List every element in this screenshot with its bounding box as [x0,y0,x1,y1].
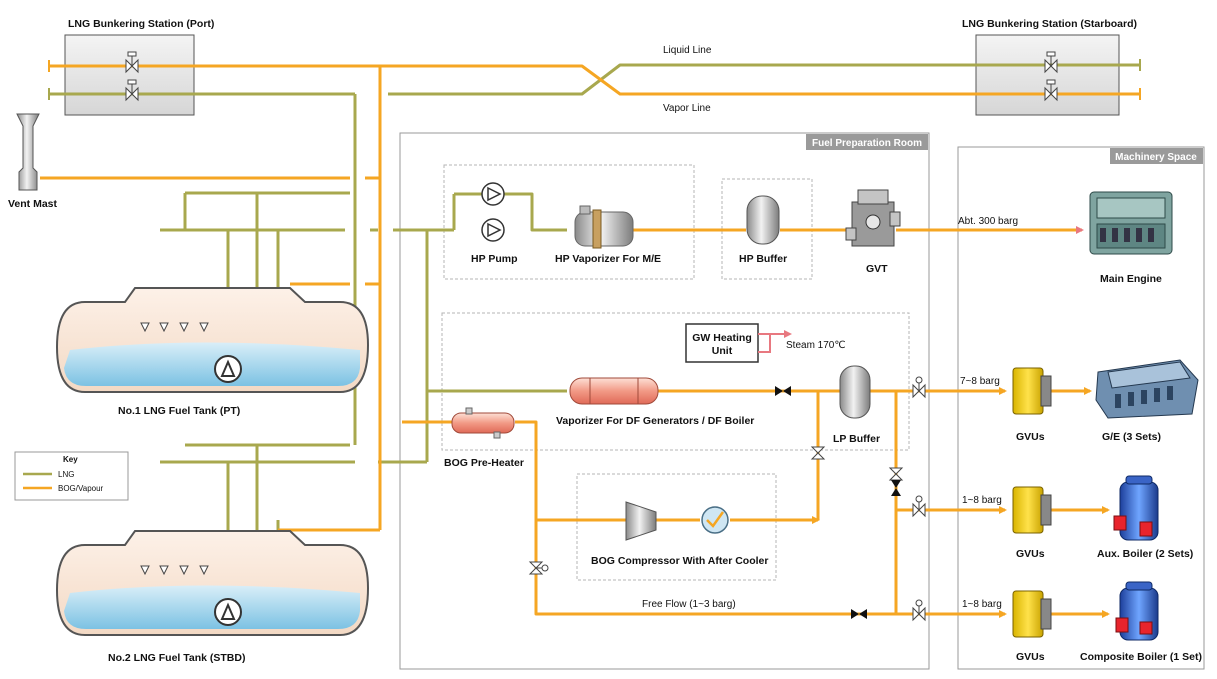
equipment-groups [441,164,910,581]
vent-mast: Vent Mast [8,113,58,210]
legend-lng: LNG [58,470,74,479]
pressure-aux-label: 1~8 barg [962,495,1002,506]
valve-icon [912,495,926,518]
valves [125,51,1058,622]
main-engine: Main Engine [1089,191,1173,285]
gw-heating-unit: GW Heating Unit Steam 170℃ [685,323,846,363]
valve-icon [888,467,904,481]
legend-bog: BOG/Vapour [58,484,104,493]
bog-compressor: BOG Compressor With After Cooler [591,501,768,567]
valve-icon [912,376,926,399]
tank-1-label: No.1 LNG Fuel Tank (PT) [118,405,240,417]
liquid-line-label: Liquid Line [663,45,712,56]
vapor-line-label: Vapor Line [663,103,711,114]
cooler-icon [701,506,729,534]
gvt: GVT [845,189,901,275]
hp-vaporizer-label: HP Vaporizer For M/E [555,253,661,265]
gvu-1: GVUs [1012,367,1052,443]
pressure-main-label: Abt. 300 barg [958,216,1018,227]
lng-fuel-tank-2: No.2 LNG Fuel Tank (STBD) [55,530,370,664]
bunkering-station-port: LNG Bunkering Station (Port) [64,18,214,116]
valve-icon [1044,79,1058,102]
legend: Key LNG BOG/Vapour [14,451,129,501]
hp-vaporizer: HP Vaporizer For M/E [555,205,661,265]
bog-preheater-label: BOG Pre-Heater [444,457,524,469]
lp-buffer-label: LP Buffer [833,433,880,445]
bog-preheater: BOG Pre-Heater [444,407,524,469]
valve-icon [810,446,826,460]
ge-label: G/E (3 Sets) [1102,431,1161,443]
gvu-3: GVUs [1012,590,1052,663]
legend-title: Key [63,455,78,464]
valve-icon [528,561,549,575]
hp-buffer-label: HP Buffer [739,253,787,265]
valve-icon [125,51,139,74]
aux-boiler-label: Aux. Boiler (2 Sets) [1097,548,1193,560]
hp-buffer: HP Buffer [739,195,787,265]
steam-label: Steam 170℃ [786,340,846,351]
valve-icon [125,79,139,102]
bog-pipes [40,64,1140,618]
gw-heating-label-1: GW Heating [692,332,752,344]
fuel-preparation-room: Fuel Preparation Room [399,132,930,670]
pressure-composite-label: 1~8 barg [962,599,1002,610]
bunkering-station-starboard: LNG Bunkering Station (Starboard) [962,18,1137,116]
lp-group [441,312,910,451]
gvt-label: GVT [866,263,888,275]
bunkering-station-port-title: LNG Bunkering Station (Port) [68,18,214,30]
machinery-space-title: Machinery Space [1115,152,1197,163]
free-flow-label: Free Flow (1~3 barg) [642,599,736,610]
bunkering-station-starboard-title: LNG Bunkering Station (Starboard) [962,18,1137,30]
check-valve-icon [775,386,791,396]
composite-boiler-label: Composite Boiler (1 Set) [1080,651,1202,663]
gvus-1-label: GVUs [1016,431,1045,443]
valve-icon [1044,51,1058,74]
gvu-2: GVUs [1012,486,1052,560]
gvus-2-label: GVUs [1016,548,1045,560]
check-valve-icon [891,480,901,496]
hp-pump: HP Pump [471,182,517,265]
bog-compressor-label: BOG Compressor With After Cooler [591,555,768,567]
composite-boiler: Composite Boiler (1 Set) [1080,581,1202,663]
check-valves [775,386,901,619]
pressure-ge-label: 7~8 barg [960,376,1000,387]
hp-pump-label: HP Pump [471,253,517,265]
hp-pump-group [443,164,695,280]
lng-fuel-tank-1: No.1 LNG Fuel Tank (PT) [55,287,370,417]
vaporizer-df-label: Vaporizer For DF Generators / DF Boiler [556,415,754,427]
lp-buffer: LP Buffer [833,365,880,445]
main-engine-label: Main Engine [1100,273,1162,285]
vent-mast-label: Vent Mast [8,198,58,210]
gvus-3-label: GVUs [1016,651,1045,663]
pipe-caps [48,59,1141,100]
fuel-preparation-room-title: Fuel Preparation Room [812,138,922,149]
aux-boiler: Aux. Boiler (2 Sets) [1097,475,1193,560]
vaporizer-df: Vaporizer For DF Generators / DF Boiler [556,377,754,427]
tank-2-label: No.2 LNG Fuel Tank (STBD) [108,652,245,664]
machinery-space: Machinery Space [957,146,1205,670]
bog-compressor-group [576,473,777,581]
valve-icon [912,599,926,622]
check-valve-icon [851,609,867,619]
generator-engine: G/E (3 Sets) [1095,359,1199,443]
gw-heating-label-2: Unit [712,345,733,357]
